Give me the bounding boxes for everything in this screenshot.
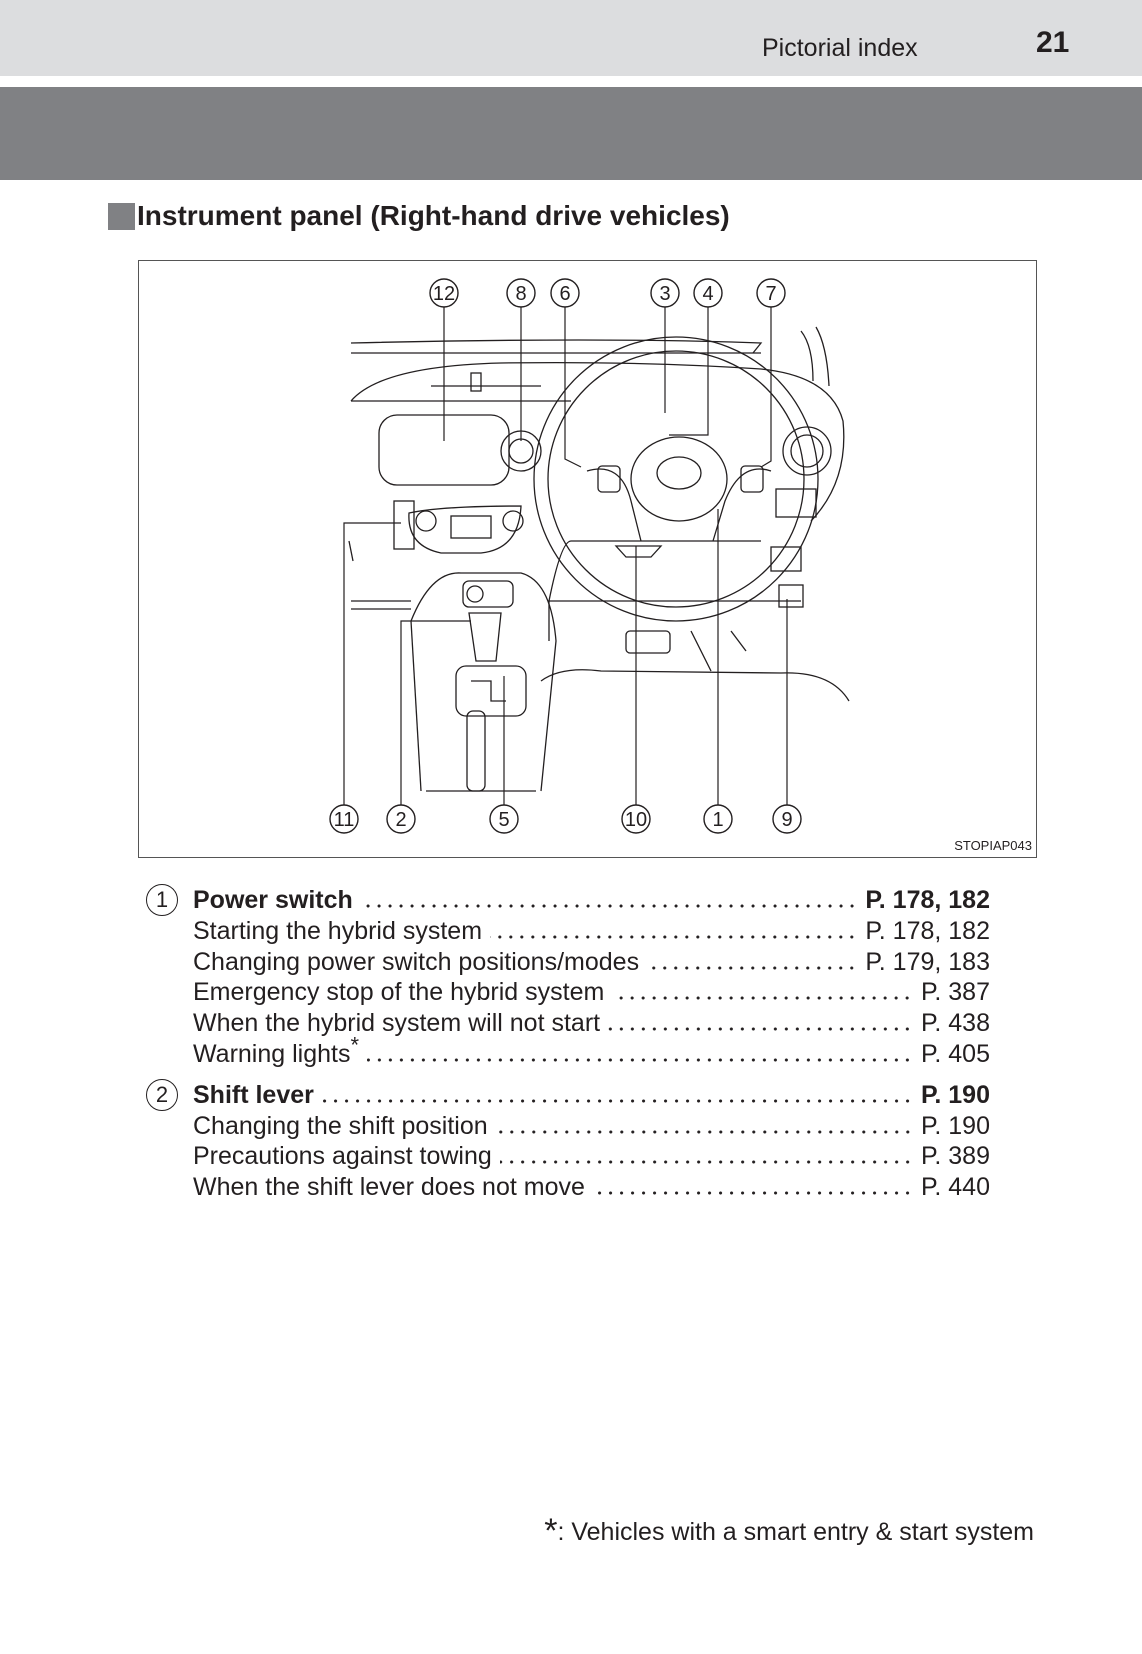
dot-leader	[612, 996, 913, 1001]
index-item-shift-lever: 2 Shift lever P. 190	[146, 1079, 990, 1112]
callout-label: 12	[433, 283, 455, 305]
page-number: 21	[1036, 26, 1070, 59]
item-label: Power switch	[193, 886, 353, 914]
index-list: 1 Power switch P. 178, 182 Starting the …	[146, 884, 990, 1203]
callout-5-circle	[489, 804, 519, 834]
dot-leader	[499, 1160, 913, 1165]
page-title: Instrument panel (Right-hand drive vehic…	[108, 200, 730, 232]
callout-label: 2	[395, 809, 406, 831]
page-ref: P. 190	[920, 1111, 990, 1140]
callout-7-circle	[756, 278, 786, 308]
page-ref: P. 387	[920, 978, 990, 1007]
dot-leader	[360, 904, 858, 908]
callout-3-circle	[650, 278, 680, 308]
page-ref: P. 190	[920, 1080, 990, 1109]
page-header	[0, 0, 1142, 76]
sub-item: When the shift lever does not move P. 440	[146, 1172, 990, 1203]
dot-leader	[321, 1098, 913, 1103]
callout-8-circle	[506, 278, 536, 308]
sub-item: Starting the hybrid system P. 178, 182	[146, 916, 990, 947]
callout-label: 10	[625, 809, 647, 831]
callout-label: 5	[498, 809, 509, 831]
callout-4-circle	[693, 278, 723, 308]
page-ref: P. 178, 182	[865, 916, 990, 945]
figure-code: STOPIAP043	[954, 838, 1032, 853]
callout-12-circle	[429, 278, 459, 308]
sub-item-label: Starting the hybrid system	[193, 916, 483, 945]
callout-label: 9	[781, 809, 792, 831]
footnote: *: Vehicles with a smart entry & start s…	[544, 1512, 1034, 1551]
sub-item: Warning lights* P. 405	[146, 1034, 990, 1070]
page-ref: P. 438	[920, 1009, 990, 1038]
sub-item: When the hybrid system will not start P. …	[146, 1008, 990, 1039]
page-ref: P. 389	[920, 1142, 990, 1171]
callout-label: 7	[765, 283, 776, 305]
sub-item-label: Emergency stop of the hybrid system	[193, 978, 605, 1007]
page-ref: P. 440	[920, 1173, 990, 1202]
dashboard-illustration: 12 8 6 3 4 7 11 2 5 10 1 9	[329, 278, 850, 834]
footnote-mark: *	[544, 1512, 558, 1550]
item-number: 1	[146, 884, 178, 917]
callout-10-circle	[621, 804, 651, 834]
sub-item-label: When the shift lever does not move	[193, 1173, 585, 1202]
callout-label: 4	[702, 283, 713, 305]
index-item-power-switch: 1 Power switch P. 178, 182	[146, 884, 990, 917]
callout-2-circle	[386, 804, 416, 834]
page-ref: P. 179, 183	[865, 947, 990, 976]
callout-label: 1	[712, 809, 723, 831]
title-square-icon	[108, 202, 135, 230]
callout-label: 6	[559, 283, 570, 305]
instrument-panel-figure: 12 8 6 3 4 7 11 2 5 10 1 9 STOPIAP043	[138, 260, 1037, 858]
callout-6-circle	[550, 278, 580, 308]
dot-leader	[367, 1057, 913, 1062]
dot-leader	[608, 1027, 913, 1032]
page-ref: P. 405	[920, 1039, 990, 1068]
callout-label: 3	[659, 283, 670, 305]
item-number: 2	[146, 1079, 178, 1112]
sub-item: Changing power switch positions/modes P. …	[146, 947, 990, 978]
dot-leader	[495, 1129, 913, 1134]
item-label: Shift lever	[193, 1080, 314, 1109]
callout-9-circle	[772, 804, 802, 834]
footnote-mark: *	[350, 1032, 360, 1058]
sub-item-label: Warning lights	[193, 1039, 351, 1068]
sub-item-label: Precautions against towing	[193, 1142, 492, 1171]
sub-item-label: When the hybrid system will not start	[193, 1009, 601, 1038]
sub-item-label: Changing the shift position	[193, 1111, 488, 1140]
dot-leader	[647, 965, 858, 970]
callout-label: 11	[334, 809, 355, 831]
page-ref: P. 178, 182	[865, 886, 990, 914]
sub-item: Changing the shift position P. 190	[146, 1111, 990, 1142]
sub-item: Emergency stop of the hybrid system P. 38…	[146, 977, 990, 1008]
callout-1-circle	[703, 804, 733, 834]
callout-11-circle	[329, 804, 359, 834]
header-band	[0, 87, 1142, 180]
dot-leader	[592, 1191, 913, 1196]
dot-leader	[490, 934, 858, 939]
callout-label: 8	[515, 283, 526, 305]
title-text: Instrument panel (Right-hand drive vehic…	[137, 200, 730, 231]
sub-item: Precautions against towing P. 389	[146, 1141, 990, 1172]
footnote-text: : Vehicles with a smart entry & start sy…	[557, 1518, 1034, 1546]
section-label: Pictorial index	[762, 34, 918, 62]
sub-item-label: Changing power switch positions/modes	[193, 947, 640, 976]
